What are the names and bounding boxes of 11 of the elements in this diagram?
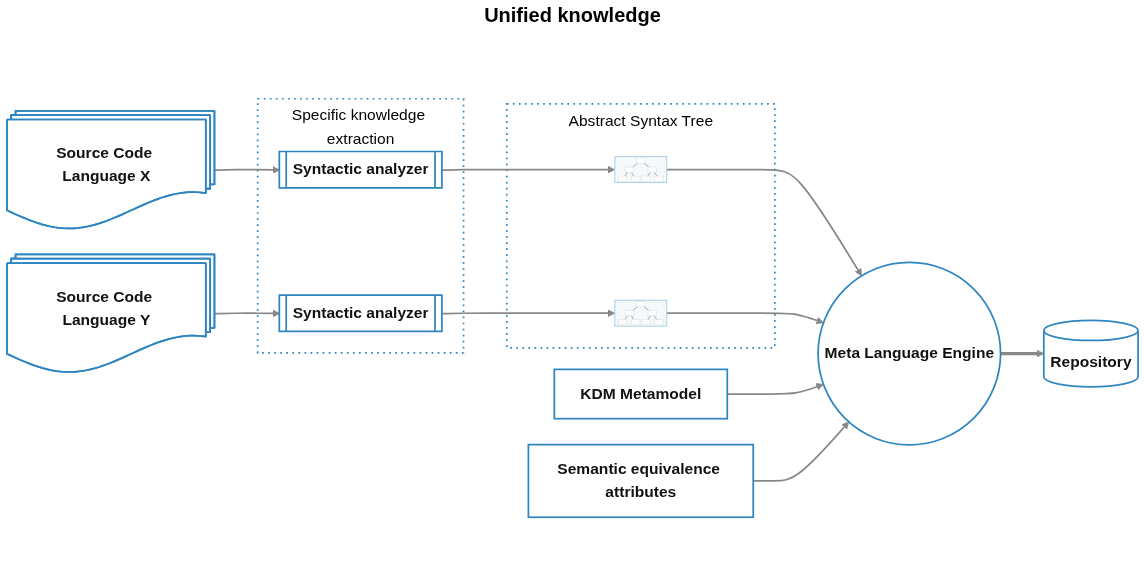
- arrow: [441, 309, 616, 317]
- arrow: [665, 168, 862, 277]
- arrow: [214, 166, 281, 174]
- node-box: KDM Metamodel: [553, 368, 729, 420]
- arrow: [665, 312, 824, 325]
- arrow: [1000, 349, 1045, 358]
- column-heading: Unified knowledge: [484, 4, 661, 26]
- arrow: [441, 165, 616, 174]
- node-box: Semantic equivalence attributes: [527, 443, 755, 519]
- node-circle: Meta Language Engine: [817, 261, 1002, 446]
- arrow: [214, 309, 281, 318]
